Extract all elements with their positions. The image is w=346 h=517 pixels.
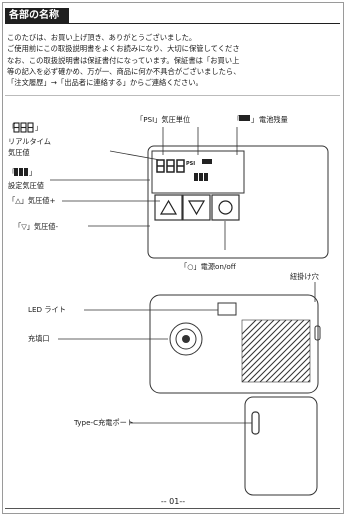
intro-line: なお、この取扱説明書は保証書付になっています。保証書は「お買い上 bbox=[7, 55, 240, 65]
label-set-value: 設定気圧値 bbox=[8, 181, 44, 190]
label-psi-on-screen: PSI bbox=[186, 161, 196, 167]
vent-grille bbox=[242, 320, 310, 382]
footer-rule bbox=[5, 508, 340, 509]
section-title: 各部の名称 bbox=[5, 8, 69, 23]
set-digit-glyph-icon bbox=[14, 168, 28, 176]
intro-line: このたびは、お買い上げ頂き、ありがとうございました。 bbox=[7, 33, 197, 42]
intro-line: ご使用前にこの取扱説明書をよくお読みになり、大切に保管してくださ bbox=[7, 44, 240, 54]
nozzle-mid bbox=[175, 328, 197, 350]
intro-line: 等の記入を必ず確かめ、万が一、商品に何か不具合がございましたら、 bbox=[7, 66, 241, 76]
label-strap-hole: 紐掛け穴 bbox=[290, 272, 319, 281]
label-nozzle: 充填口 bbox=[28, 334, 50, 343]
label-down-button: 「▽」気圧値- bbox=[14, 222, 59, 231]
battery-glyph-icon bbox=[239, 115, 250, 121]
label-realtime-bracket-close: 」 bbox=[35, 123, 43, 132]
strap-hole bbox=[314, 325, 321, 341]
intro-paragraph: このたびは、お買い上げ頂き、ありがとうございました。 ご使用前にこの取扱説明書を… bbox=[7, 32, 339, 88]
realtime-digits bbox=[156, 159, 185, 173]
label-realtime-line1: リアルタイム bbox=[8, 137, 51, 146]
nozzle-inner bbox=[182, 335, 190, 343]
power-button-outline bbox=[211, 194, 240, 221]
label-realtime-line2: 気圧値 bbox=[8, 148, 30, 157]
device-end-view bbox=[244, 396, 318, 496]
page-frame bbox=[2, 2, 344, 514]
label-typec: Type-C充電ポート bbox=[74, 418, 135, 427]
down-button-outline bbox=[182, 194, 211, 221]
led-window bbox=[217, 302, 237, 316]
up-button-outline bbox=[154, 194, 183, 221]
nozzle-outer bbox=[169, 322, 203, 356]
power-circle-icon bbox=[218, 200, 233, 215]
label-set-bracket: 「 bbox=[8, 168, 16, 177]
label-up-button: 「△」気圧値+ bbox=[8, 196, 56, 205]
typec-port bbox=[251, 411, 260, 435]
label-led: LED ライト bbox=[28, 305, 66, 314]
screen-battery-icon bbox=[202, 159, 212, 164]
label-battery: 電池残量 bbox=[259, 115, 288, 124]
intro-line: 「注文履歴」→「出品者に連絡する」からご連絡ください。 bbox=[7, 78, 203, 88]
label-psi-unit: 「PSI」気圧単位 bbox=[136, 115, 191, 124]
device-side-body bbox=[149, 294, 319, 394]
divider bbox=[5, 95, 340, 96]
digit-glyph-icon bbox=[13, 122, 34, 133]
up-triangle-icon bbox=[159, 199, 178, 215]
set-digits bbox=[194, 173, 208, 181]
label-battery-bracket-close: 」 bbox=[251, 115, 259, 124]
label-set-bracket-close: 」 bbox=[29, 168, 37, 177]
title-underline bbox=[5, 23, 340, 24]
label-battery-bracket: 「 bbox=[233, 115, 241, 124]
page-number: -- 01-- bbox=[160, 497, 186, 506]
device-body bbox=[147, 145, 329, 259]
down-triangle-icon bbox=[187, 200, 206, 216]
label-power: 「○」電源on/off bbox=[180, 262, 236, 271]
screen-outline bbox=[151, 150, 245, 194]
label-realtime-bracket: 「 bbox=[8, 123, 16, 132]
